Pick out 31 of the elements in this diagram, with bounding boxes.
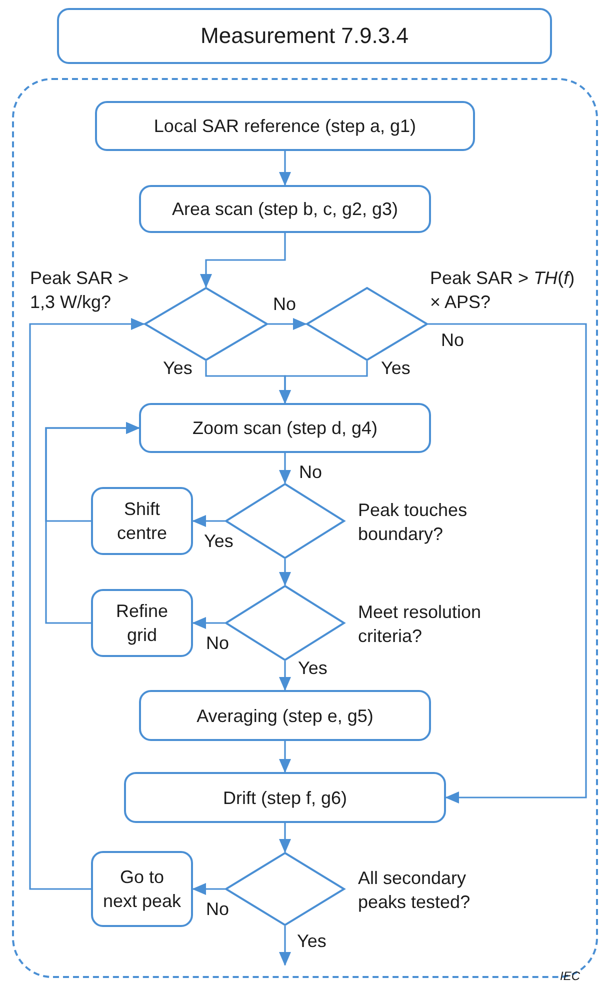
arrow [192, 883, 225, 895]
process-box: Go to next peak [91, 851, 193, 927]
figure-note: IEC [560, 968, 580, 984]
arrow [29, 318, 145, 890]
arrow [268, 318, 307, 330]
process-box: Shift centre [91, 487, 193, 555]
decision-question: Peak touches boundary? [358, 499, 468, 546]
process-box: Refine grid [91, 589, 193, 657]
decision-question: Peak SAR > TH(f) × APS? [430, 267, 576, 314]
decision-question: All secondary peaks tested? [358, 867, 472, 914]
process-box: Drift (step f, g6) [124, 772, 446, 823]
process-box: Area scan (step b, c, g2, g3) [139, 185, 431, 233]
arrow [279, 661, 291, 691]
title-box: Measurement 7.9.3.4 [57, 8, 552, 64]
arrow [279, 559, 291, 586]
arrow [279, 823, 291, 853]
decision-question: Meet resolution criteria? [358, 601, 482, 648]
arrow [192, 617, 225, 629]
process-box: Local SAR reference (step a, g1) [95, 101, 475, 151]
arrow [279, 151, 291, 186]
arrow [279, 741, 291, 773]
process-box: Averaging (step e, g5) [139, 690, 431, 741]
arrow [279, 361, 368, 404]
arrow [428, 323, 587, 804]
arrow [45, 422, 140, 624]
arrow [192, 515, 225, 527]
arrow [200, 233, 286, 288]
arrow [279, 453, 291, 484]
decision-question: Peak SAR > 1,3 W/kg? [30, 267, 130, 314]
process-box: Zoom scan (step d, g4) [139, 403, 431, 453]
arrow [279, 926, 291, 966]
